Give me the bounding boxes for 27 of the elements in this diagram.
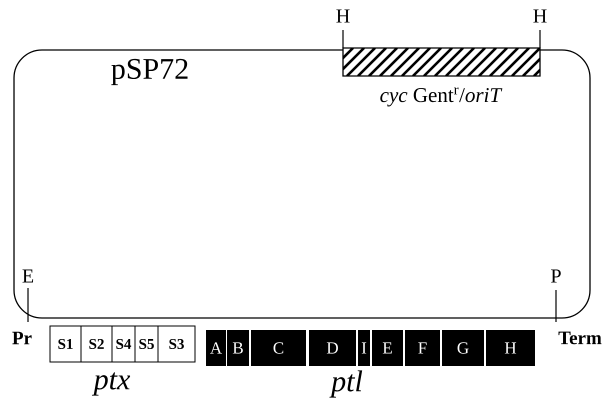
- site-label: H: [336, 9, 350, 23]
- promoter-label: Pr: [12, 332, 32, 344]
- operon-label: ptl: [329, 370, 362, 398]
- node-label: B: [232, 342, 243, 354]
- operon-label: ptx: [92, 372, 130, 396]
- site-label: P: [551, 269, 561, 283]
- plasmid-name: pSP72: [111, 58, 188, 86]
- gene-box: G: [442, 330, 484, 366]
- node-label: A: [210, 342, 222, 354]
- insert-label: cyc Gent$^{r}$/oriT: [380, 88, 502, 106]
- site-label: E: [22, 269, 34, 283]
- gene-box: D: [309, 330, 356, 366]
- site-label: H: [533, 9, 547, 23]
- gene-box: S4: [112, 325, 136, 362]
- gene-box: B: [227, 330, 249, 366]
- gene-box: I: [358, 330, 370, 366]
- hatched-insert-bar: [342, 47, 541, 77]
- gene-box: S2: [80, 325, 112, 362]
- gene-box: A: [206, 330, 226, 366]
- gene-box: S3: [158, 325, 196, 362]
- gene-box: F: [405, 330, 440, 366]
- gene-box: H: [486, 330, 535, 366]
- gene-box: S1: [50, 325, 82, 362]
- gene-box: S5: [134, 325, 158, 362]
- terminator-label: Term: [558, 332, 602, 344]
- gene-box: E: [372, 330, 403, 366]
- gene-box: C: [251, 330, 306, 366]
